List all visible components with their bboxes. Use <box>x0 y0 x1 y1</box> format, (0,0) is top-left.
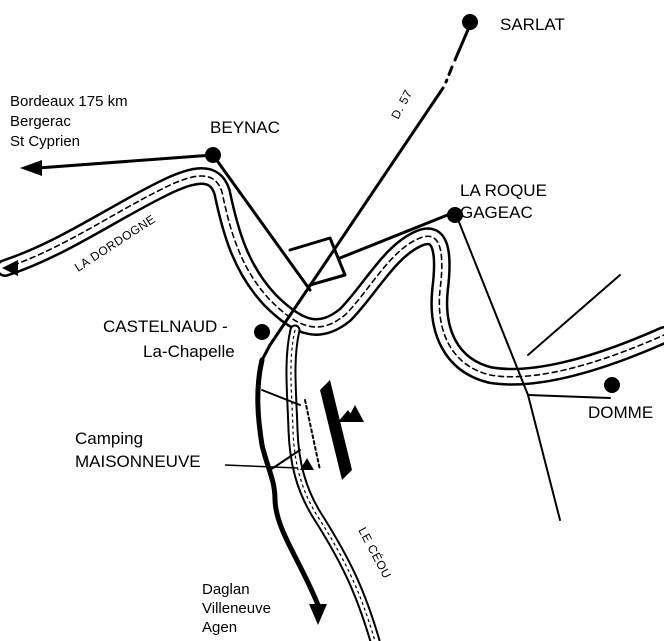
d57-road <box>260 86 445 362</box>
label-south-3: Agen <box>202 619 237 636</box>
arrow-south-icon <box>309 604 327 625</box>
arrow-west-icon <box>20 160 42 176</box>
arrow-west-river-icon <box>2 260 18 276</box>
label-domme: DOMME <box>588 403 653 422</box>
road-beynac-junction <box>211 153 312 292</box>
d57-dashed <box>444 65 454 84</box>
camping-pointer <box>224 464 299 469</box>
tent-icon <box>300 458 314 470</box>
label-west-1: Bordeaux 175 km <box>10 93 128 110</box>
road-spur <box>261 389 301 406</box>
road-south-domme <box>527 394 561 521</box>
road-northeast <box>527 274 621 356</box>
label-south-2: Villeneuve <box>202 600 271 617</box>
cliff-marker <box>304 380 352 480</box>
road-to-bordeaux <box>36 153 215 170</box>
label-beynac: BEYNAC <box>210 118 280 137</box>
ceou-river <box>285 324 381 641</box>
label-west-2: Bergerac <box>10 113 71 130</box>
label-camping-2: MAISONNEUVE <box>75 452 201 471</box>
town-dot-domme <box>604 377 620 393</box>
label-river-ceou: LE CÉOU <box>355 524 395 581</box>
label-laroque-1: LA ROQUE <box>460 181 547 200</box>
town-dot-laroque <box>447 207 463 223</box>
label-laroque-2: GAGEAC <box>460 203 533 222</box>
label-south-1: Daglan <box>202 581 250 598</box>
town-dot-sarlat <box>462 14 478 30</box>
road-to-daglan <box>255 357 321 608</box>
label-sarlat: SARLAT <box>500 15 565 34</box>
roads <box>36 23 621 608</box>
d57-segment-top <box>453 23 472 62</box>
label-castelnaud-1: CASTELNAUD - <box>103 317 228 336</box>
road-laroque-south <box>454 211 529 396</box>
mountain-icon-2 <box>346 405 364 422</box>
label-camping-1: Camping <box>75 429 143 448</box>
road-to-laroque <box>338 210 457 260</box>
label-road-d57: D. 57 <box>388 87 415 121</box>
label-west-3: St Cyprien <box>10 133 80 150</box>
road-junction <box>288 236 347 287</box>
road-to-domme <box>527 394 611 399</box>
town-dot-beynac <box>205 147 221 163</box>
town-dot-castelnaud <box>254 324 270 340</box>
label-castelnaud-2: La-Chapelle <box>143 342 235 361</box>
dordogne-river <box>0 167 664 386</box>
